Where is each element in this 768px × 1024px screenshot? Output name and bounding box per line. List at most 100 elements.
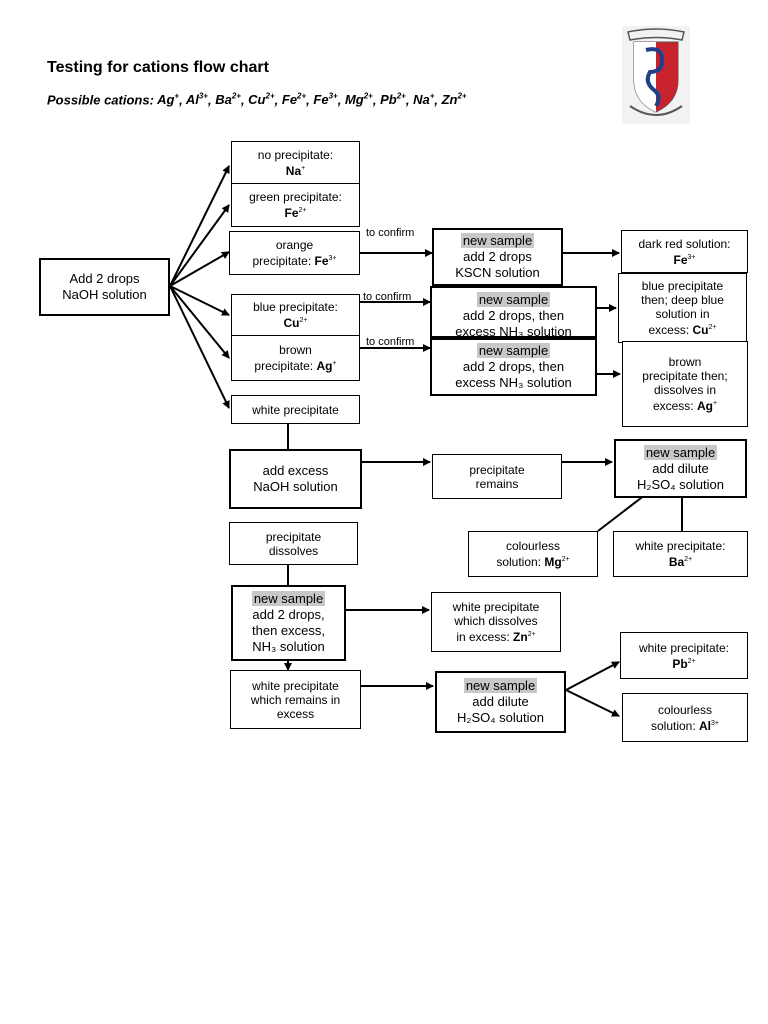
cu-result-line-1: blue precipitate xyxy=(641,279,724,293)
al-charge: 3+ xyxy=(711,719,719,727)
white-pb-box: white precipitate: Pb2+ xyxy=(620,632,748,679)
deep-blue-solution-box: blue precipitate then; deep blue solutio… xyxy=(618,273,747,343)
h2so4-bottom-new-sample: new sample xyxy=(463,678,538,693)
ag-result-line-4: excess: xyxy=(652,399,697,413)
excess-naoh-line-1: add excess xyxy=(262,463,329,478)
precipitate-remains-box: precipitate remains xyxy=(432,454,562,499)
white-text: white precipitate xyxy=(252,402,339,417)
pb-text: white precipitate: xyxy=(638,640,730,655)
nh3-zn-test-box: new sample add 2 drops, then excess, NH₃… xyxy=(231,585,346,661)
kscn-line-3: KSCN solution xyxy=(455,265,540,280)
white-remains-line-1: white precipitate xyxy=(252,678,339,693)
white-ba-box: white precipitate: Ba2+ xyxy=(613,531,748,577)
cation-charge: 2+ xyxy=(457,92,467,101)
ag-result-line-3: dissolves in xyxy=(653,383,717,397)
cation-charge: 3+ xyxy=(328,92,338,101)
possible-cations-line: Possible cations: Ag+, Al3+, Ba2+, Cu2+,… xyxy=(47,92,467,107)
ag-line-2: precipitate: xyxy=(254,359,317,373)
cation-separator: , xyxy=(434,92,442,108)
mg-ion: Mg xyxy=(544,555,562,569)
ba-ion: Ba xyxy=(668,555,685,569)
excess-naoh-line-2: NaOH solution xyxy=(253,479,338,494)
colourless-mg-box: colourless solution: Mg2+ xyxy=(468,531,598,577)
nh3-zn-new-sample: new sample xyxy=(251,591,326,606)
green-precipitate-box: green precipitate: Fe2+ xyxy=(231,183,360,227)
nh3-ag-new-sample: new sample xyxy=(476,343,551,358)
pb-charge: 2+ xyxy=(687,657,696,665)
cation-separator: , xyxy=(306,92,314,108)
white-remains-line-3: excess xyxy=(276,706,315,721)
zn-charge: 2+ xyxy=(527,631,536,638)
orange-precipitate-box: orange precipitate: Fe3+ xyxy=(229,231,360,275)
cu-text: blue precipitate: xyxy=(253,300,338,314)
al-line-2: solution: xyxy=(650,718,700,733)
cation-charge: 2+ xyxy=(396,92,406,101)
colourless-al-box: colourless solution: Al3+ xyxy=(622,693,748,742)
add-excess-naoh-box: add excess NaOH solution xyxy=(229,449,362,509)
mg-charge: 2+ xyxy=(561,556,570,563)
fe3-charge: 3+ xyxy=(328,255,337,262)
fe2-text: green precipitate: xyxy=(249,190,342,204)
na-charge: + xyxy=(301,164,306,172)
cation-separator: , xyxy=(405,92,414,108)
cu-charge: 2+ xyxy=(299,317,308,324)
nh3-zn-line-2: add 2 drops, xyxy=(252,607,325,622)
na-ion: Na xyxy=(285,163,302,178)
al-ion: Al xyxy=(699,718,712,733)
nh3-cu-line-2: add 2 drops, then xyxy=(462,308,565,323)
cation-charge: 2+ xyxy=(231,92,241,101)
white-precipitate-box: white precipitate xyxy=(231,395,360,424)
ag-result-line-2: precipitate then; xyxy=(642,369,728,383)
h2so4-bottom-line-3: H₂SO₄ solution xyxy=(457,710,544,725)
cation-item: Ag+ xyxy=(157,92,180,108)
blue-precipitate-box: blue precipitate: Cu2+ xyxy=(231,294,360,336)
nh3-cu-test-box: new sample add 2 drops, then excess NH₃ … xyxy=(430,286,597,338)
cation-item: Mg2+ xyxy=(344,92,373,108)
start-line-1: Add 2 drops xyxy=(69,271,140,286)
cation-item: Pb2+ xyxy=(380,92,406,108)
mg-line-1: colourless xyxy=(505,539,561,553)
mg-line-2: solution: xyxy=(496,555,545,569)
ba-text: white precipitate: xyxy=(635,539,726,553)
cation-item: Al3+ xyxy=(185,92,208,108)
possible-cations-label: Possible cations: xyxy=(47,92,158,108)
cation-separator: , xyxy=(372,92,381,108)
nh3-cu-new-sample: new sample xyxy=(476,292,551,307)
white-remains-line-2: which remains in xyxy=(250,692,341,707)
ppt-dissolves-line-1: precipitate xyxy=(265,529,322,544)
page-title: Testing for cations flow chart xyxy=(47,59,269,76)
h2so4-test-bottom-box: new sample add dilute H₂SO₄ solution xyxy=(435,671,566,733)
start-add-naoh-box: Add 2 drops NaOH solution xyxy=(39,258,170,316)
nh3-zn-line-3: then excess, xyxy=(252,623,325,638)
cation-item: Fe2+ xyxy=(281,92,307,108)
cation-separator: , xyxy=(240,92,249,108)
cation-charge: 2+ xyxy=(363,92,373,101)
ag-result-charge: + xyxy=(712,400,718,407)
zn-line-3: in excess: xyxy=(456,630,514,644)
brown-precipitate-box: brown precipitate: Ag+ xyxy=(231,335,360,381)
fe3-result-text: dark red solution: xyxy=(638,236,731,251)
fe2-ion: Fe xyxy=(284,206,299,220)
white-dissolves-zn-box: white precipitate which dissolves in exc… xyxy=(431,592,561,652)
cation-separator: , xyxy=(207,92,216,108)
h2so4-top-new-sample: new sample xyxy=(643,444,718,460)
cation-separator: , xyxy=(337,92,345,108)
to-confirm-label-fe3: to confirm xyxy=(366,227,415,239)
pb-ion: Pb xyxy=(672,656,688,671)
to-confirm-label-ag: to confirm xyxy=(366,336,415,348)
cation-item: Cu2+ xyxy=(248,92,275,108)
cation-charge: 3+ xyxy=(198,92,208,101)
zn-ion: Zn xyxy=(513,630,528,644)
cu-result-charge: 2+ xyxy=(708,324,717,331)
fe2-charge: 2+ xyxy=(298,207,307,214)
nh3-ag-test-box: new sample add 2 drops, then excess NH₃ … xyxy=(430,338,597,396)
precipitate-dissolves-box: precipitate dissolves xyxy=(229,522,358,565)
cu-result-line-2: then; deep blue xyxy=(641,293,724,307)
cation-separator: , xyxy=(179,92,186,108)
ba-charge: 2+ xyxy=(684,556,693,563)
ag-result-ion: Ag xyxy=(696,399,713,413)
ppt-remains-line-1: precipitate xyxy=(469,462,525,477)
kscn-test-box: new sample add 2 drops KSCN solution xyxy=(432,228,563,286)
fe3-line-2: precipitate: xyxy=(252,254,315,268)
